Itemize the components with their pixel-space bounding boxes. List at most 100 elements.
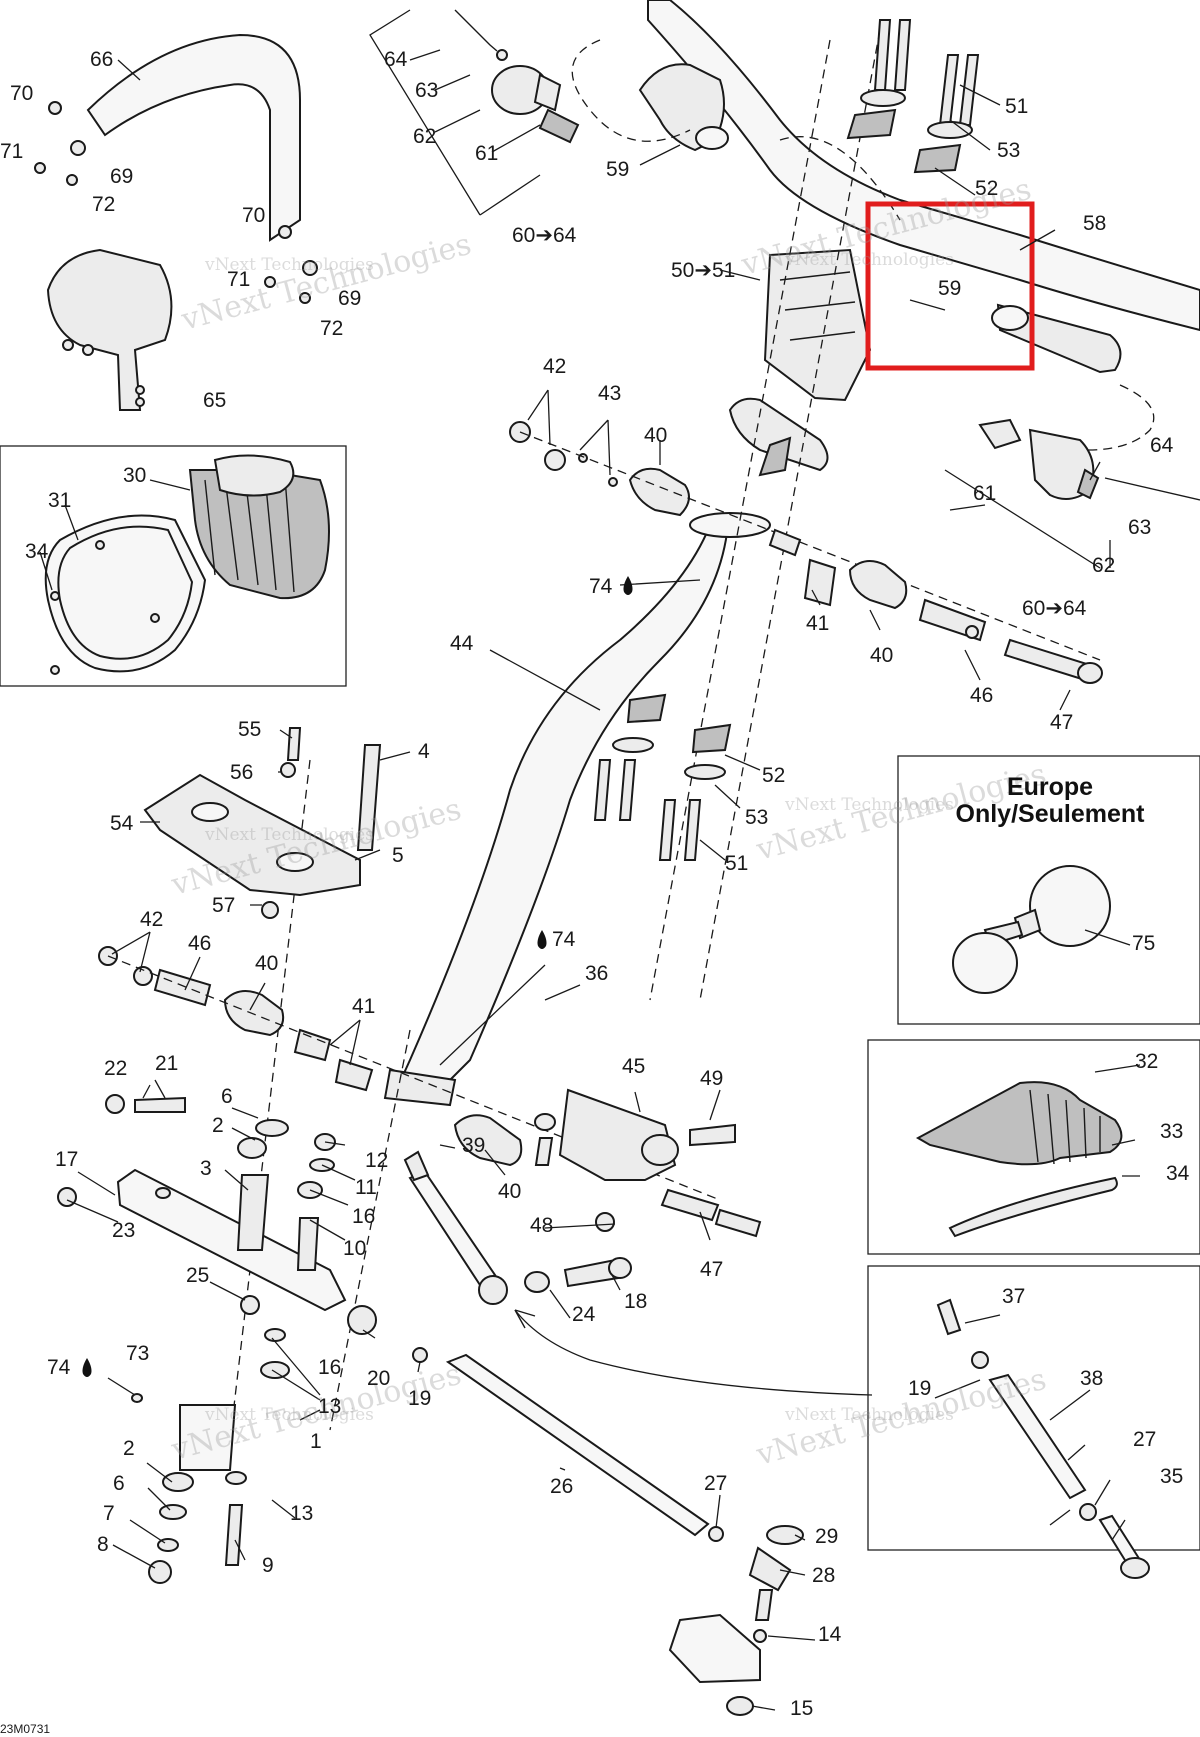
handlebar [647,0,1200,332]
callout: 34 [1166,1162,1190,1185]
inset-title-line2: Only/Seulement [956,800,1146,828]
callout: 53 [997,139,1020,162]
callout: 75 [1132,932,1155,955]
callout: 56 [230,761,253,784]
callout: 10 [343,1237,366,1260]
inset-tie-rod [867,1265,1200,1579]
handlebar-riser [728,248,872,477]
drawing-reference: 23M0731 [0,1722,50,1736]
watermark: vNext Technologies [204,825,374,845]
drag-link [403,1113,632,1305]
callout: 46 [188,932,211,955]
callout: 20 [367,1367,390,1390]
callout: 27 [704,1472,727,1495]
callout: 40 [255,952,278,975]
callout: 29 [815,1525,838,1548]
watermark: vNext Technologies [784,1405,954,1425]
callout: 2 [212,1114,224,1137]
callout: 43 [598,382,621,405]
callout: 13 [318,1395,341,1418]
callout: 70 [242,204,265,227]
callout: 30 [123,464,146,487]
callout: 64 [1150,434,1174,457]
callout: 74 [47,1356,71,1379]
callout: 9 [262,1554,274,1577]
drop-icon [537,930,547,949]
inset-europe [897,755,1200,1025]
callout: 41 [352,995,375,1018]
callout: 39 [462,1134,485,1157]
callout: 47 [1050,711,1073,734]
drop-icon [82,1358,92,1377]
callout: 51 [1005,95,1028,118]
clamp-set-lower [98,946,721,1201]
drop-icon [623,576,633,595]
callout: 38 [1080,1367,1103,1390]
callout: 63 [1128,516,1151,539]
callout: 47 [700,1258,723,1281]
callout: 37 [1002,1285,1025,1308]
callout: 63 [415,79,438,102]
callout: 28 [812,1564,835,1587]
callout: 6 [113,1472,125,1495]
callout: 60➔64 [1022,597,1087,620]
grip-left [571,39,729,152]
callout: 40 [644,424,667,447]
callout: 12 [365,1149,388,1172]
callout: 16 [352,1205,375,1228]
callout: 40 [498,1180,521,1203]
callout-labels: 66 70 71 69 72 70 71 69 72 65 64 63 62 6… [0,48,1190,1720]
callout: 34 [25,540,49,563]
callout: 14 [818,1623,842,1646]
callout: 74 [589,575,613,598]
callout: 44 [450,632,474,655]
callout: 55 [238,718,261,741]
highlight-box [865,201,1035,371]
callout: 19 [908,1377,931,1400]
steering-column [383,512,771,1107]
handlebar-pad [34,33,318,411]
callout: 53 [745,806,768,829]
callout: 51 [725,852,748,875]
callout: 42 [140,908,163,931]
watermark: vNext Technologies [204,255,374,275]
callout: 6 [221,1085,233,1108]
callout: 72 [92,193,115,216]
callout: 61 [973,482,996,505]
callout: 22 [104,1057,127,1080]
callout: 13 [290,1502,313,1525]
callout: 69 [338,287,361,310]
callout: 71 [0,140,23,163]
callout: 36 [585,962,608,985]
callout: 26 [550,1475,573,1498]
callout: 15 [790,1697,813,1720]
watermark: vNext Technologies [784,795,954,815]
callout: 74 [552,928,576,951]
callout: 32 [1135,1050,1158,1073]
leader-lines [66,9,1126,1711]
callout: 17 [55,1148,78,1171]
watermark: vNext Technologies [784,250,954,270]
callout: 59 [606,158,629,181]
end-weight-right [978,418,1200,501]
callout: 45 [622,1055,645,1078]
bolts-lower-mid [593,693,732,861]
callout: 50➔51 [671,259,735,282]
callout: 49 [700,1067,723,1090]
callout: 60➔64 [512,224,577,247]
callout: 66 [90,48,113,71]
callout: 62 [1092,554,1115,577]
callout: 18 [624,1290,647,1313]
bolts-51 [846,19,980,174]
callout: 69 [110,165,133,188]
callout: 23 [112,1219,135,1242]
callout: 71 [227,268,250,291]
grip-right [991,303,1155,451]
callout: 11 [355,1176,377,1199]
callout: 41 [806,612,829,635]
steering-bracket [558,1088,762,1238]
callout: 1 [310,1430,322,1453]
callout: 4 [418,740,430,763]
callout: 59 [938,277,961,300]
lower-pivot [131,1328,290,1584]
